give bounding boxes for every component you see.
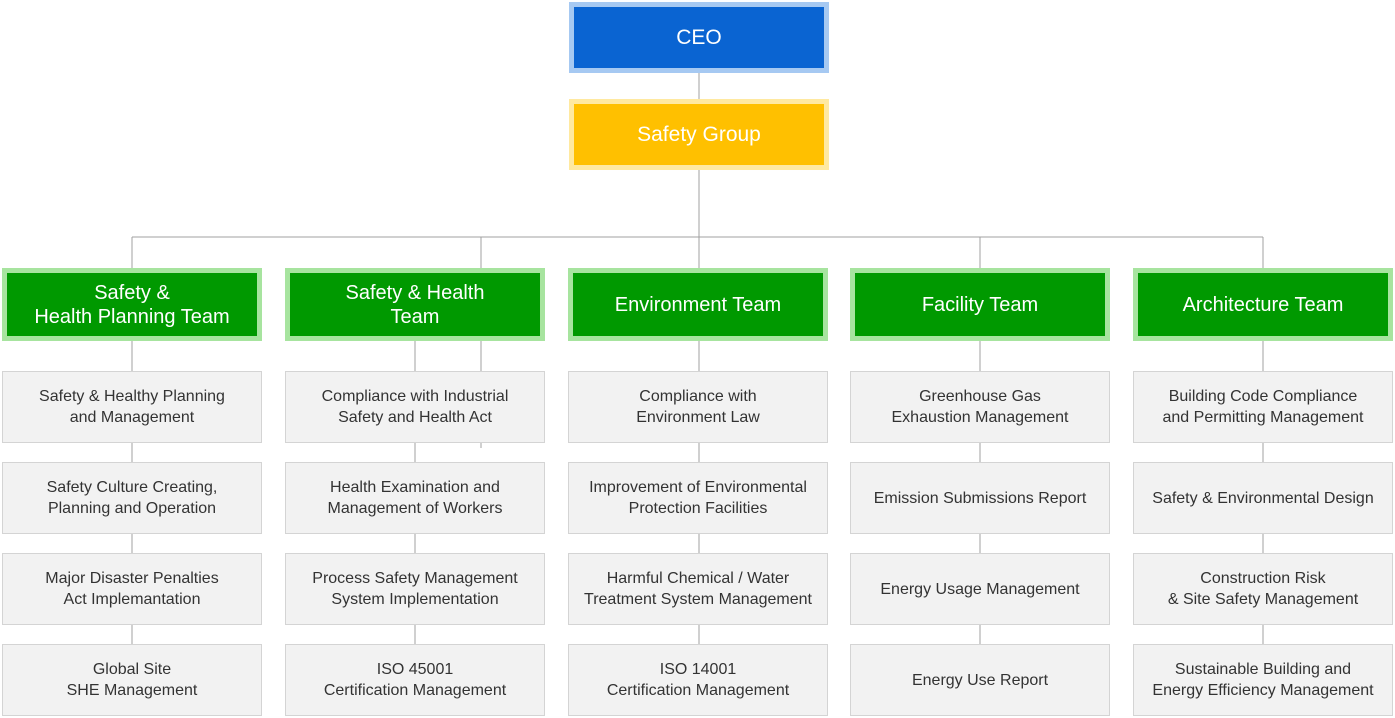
task-box: Major Disaster Penalties Act Implemantat… [2,553,262,625]
task-box: Safety & Environmental Design [1133,462,1393,534]
task-box: Construction Risk & Site Safety Manageme… [1133,553,1393,625]
team-facility: Facility Team [850,268,1110,341]
team-environment: Environment Team [568,268,828,341]
task-box: Building Code Compliance and Permitting … [1133,371,1393,443]
task-box: ISO 45001 Certification Management [285,644,545,716]
task-box: Global Site SHE Management [2,644,262,716]
task-box: Improvement of Environmental Protection … [568,462,828,534]
team-safety-health-planning: Safety & Health Planning Team [2,268,262,341]
team-architecture: Architecture Team [1133,268,1393,341]
task-box: Harmful Chemical / Water Treatment Syste… [568,553,828,625]
ceo-box: CEO [569,2,829,73]
task-box: Health Examination and Management of Wor… [285,462,545,534]
task-box: Process Safety Management System Impleme… [285,553,545,625]
team-safety-health: Safety & Health Team [285,268,545,341]
task-box: Safety Culture Creating, Planning and Op… [2,462,262,534]
task-box: Safety & Healthy Planning and Management [2,371,262,443]
task-box: Emission Submissions Report [850,462,1110,534]
task-box: Energy Use Report [850,644,1110,716]
task-box: Greenhouse Gas Exhaustion Management [850,371,1110,443]
safety-group-box: Safety Group [569,99,829,170]
task-box: Compliance with Industrial Safety and He… [285,371,545,443]
task-box: ISO 14001 Certification Management [568,644,828,716]
task-box: Compliance with Environment Law [568,371,828,443]
task-box: Sustainable Building and Energy Efficien… [1133,644,1393,716]
task-box: Energy Usage Management [850,553,1110,625]
